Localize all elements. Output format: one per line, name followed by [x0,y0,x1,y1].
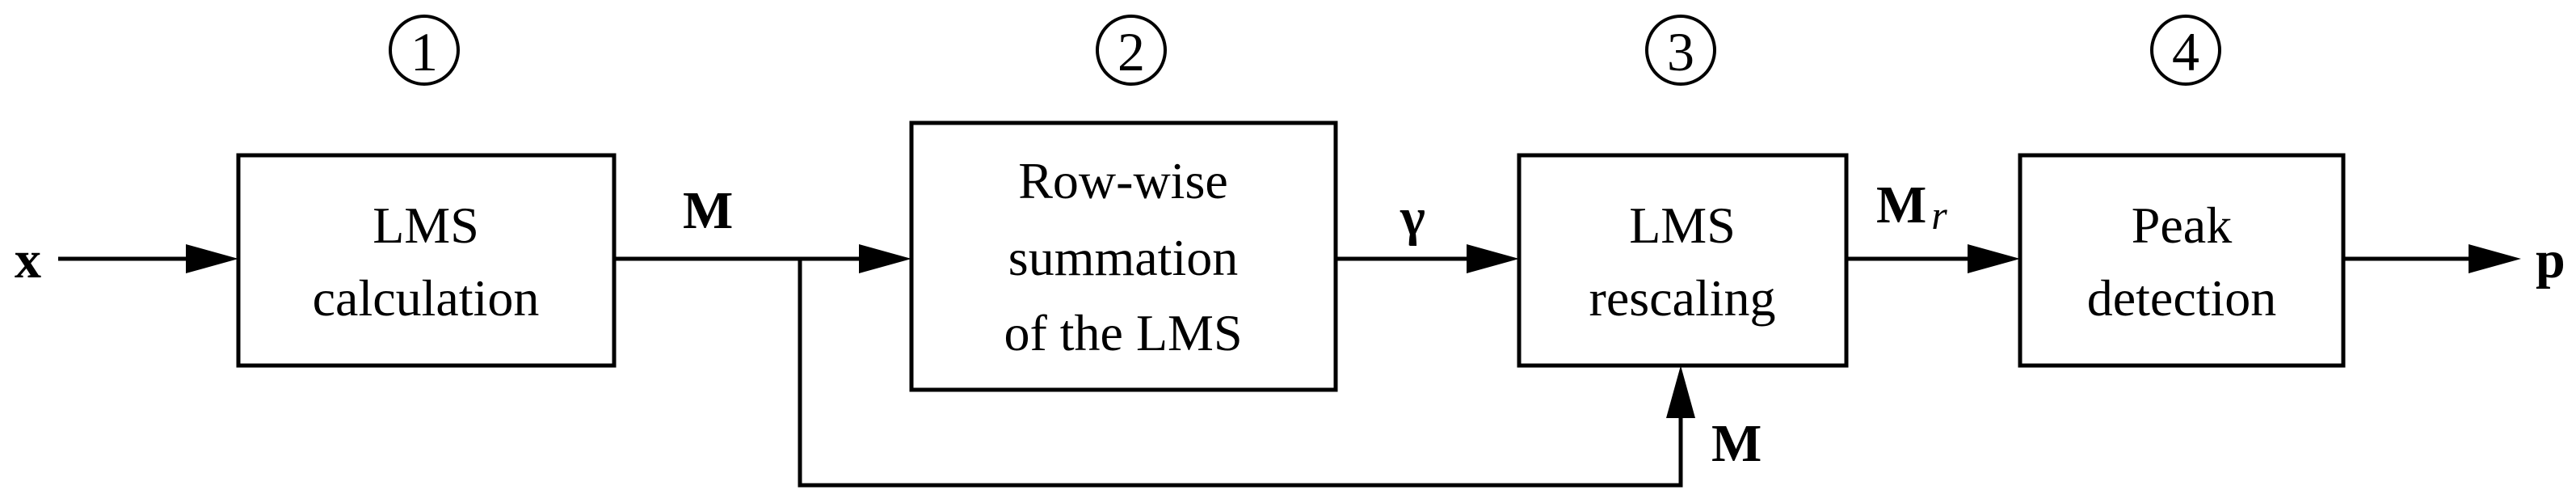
signal-mr-arrowhead [1968,244,2020,273]
stage-3-indicator: 3 [1645,15,1716,86]
stage-2-indicator: 2 [1096,15,1167,86]
block-lms-rescaling-line-2: rescaling [1589,269,1776,327]
block-row-wise-summation-line-2: summation [1008,229,1238,286]
block-peak-detection: Peak detection [2018,153,2346,368]
stage-4-indicator: 4 [2150,15,2221,86]
stage-4-circle [2150,15,2221,86]
block-lms-rescaling-line-1: LMS [1629,197,1736,254]
block-row-wise-summation: Row-wise summation of the LMS [909,120,1338,392]
block-lms-calculation-line-1: LMS [373,197,479,254]
stage-3-circle [1645,15,1716,86]
stage-1-indicator: 1 [389,15,460,86]
signal-label-x: x [15,230,41,290]
signal-label-gamma: γ [1400,188,1425,247]
block-lms-calculation-frame [236,153,617,368]
stage-4-number: 4 [2172,21,2199,82]
block-row-wise-summation-line-1: Row-wise [1018,152,1228,209]
feedback-m-arrowhead [1666,366,1695,418]
signal-label-mr-subscript: r [1931,192,1947,238]
block-lms-calculation: LMS calculation [236,153,617,368]
stage-1-number: 1 [410,21,438,82]
signal-m-arrowhead [859,244,911,273]
signal-label-mr-main: M [1876,175,1926,235]
feedback-m-wire [798,259,1683,488]
block-row-wise-summation-line-3: of the LMS [1004,304,1242,361]
block-lms-calculation-line-2: calculation [313,269,540,327]
block-lms-rescaling-frame [1517,153,1849,368]
block-peak-detection-line-2: detection [2087,269,2277,327]
block-peak-detection-frame [2018,153,2346,368]
signal-label-feedback-m: M [1711,414,1762,473]
stage-2-circle [1096,15,1167,86]
output-p-arrowhead [2469,244,2521,273]
block-row-wise-summation-frame [909,120,1338,392]
signal-gamma-arrowhead [1467,244,1519,273]
stage-2-number: 2 [1118,21,1145,82]
signal-label-m: M [683,181,733,240]
block-peak-detection-line-1: Peak [2132,197,2232,254]
stage-3-number: 3 [1667,21,1694,82]
stage-1-circle [389,15,460,86]
block-lms-rescaling: LMS rescaling [1517,153,1849,368]
input-x-arrowhead [186,244,238,273]
signal-label-p: p [2536,230,2565,290]
